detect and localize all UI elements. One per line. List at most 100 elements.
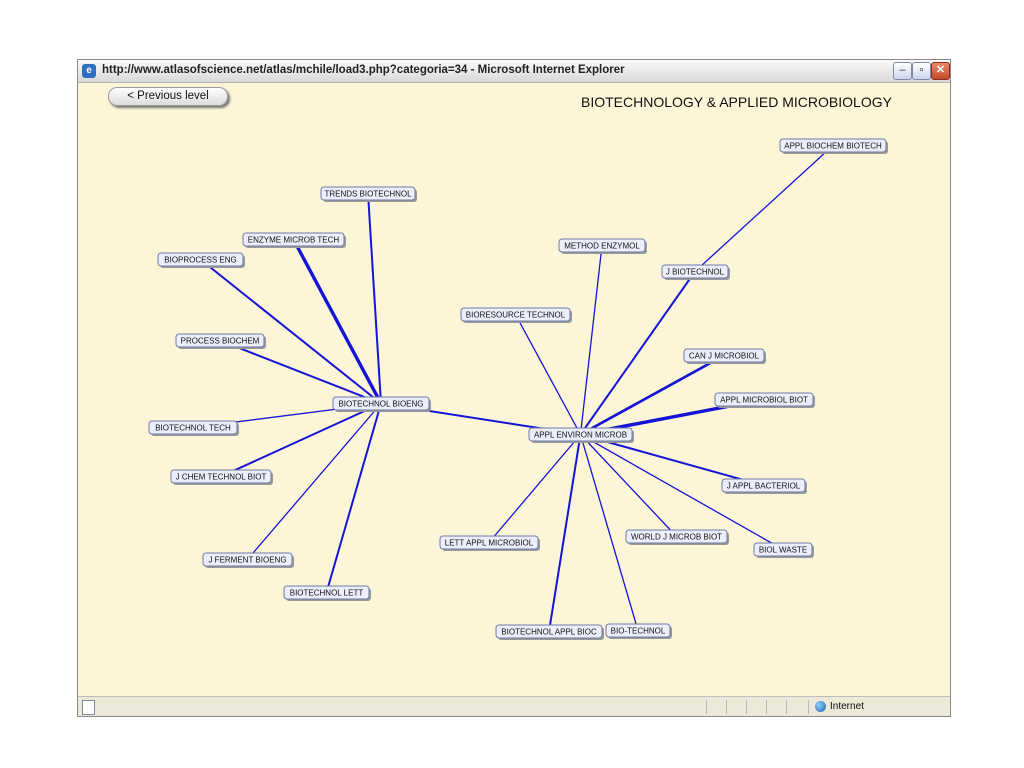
edge-j_biotechnol-appl_biochem_biotech — [694, 145, 834, 272]
node-j-ferment-bioeng[interactable]: J FERMENT BIOENG — [202, 552, 294, 568]
node-box — [148, 420, 238, 435]
edge-appl_environ_microb-j_biotechnol — [579, 270, 696, 436]
node-box — [714, 392, 814, 407]
node-box — [170, 469, 272, 484]
node-label: BIOTECHNOL TECH — [155, 424, 231, 433]
node-bio-technol[interactable]: BIO-TECHNOL — [605, 623, 672, 639]
edge-appl_environ_microb-method_enzymol — [579, 245, 603, 435]
status-divider — [726, 700, 727, 714]
node-box — [625, 529, 728, 544]
node-label: PROCESS BIOCHEM — [181, 337, 260, 346]
node-trends-biotechnol[interactable]: TRENDS BIOTECHNOL — [320, 186, 417, 202]
node-label: J CHEM TECHNOL BIOT — [176, 473, 267, 482]
edge-biotechnol_bioeng-bioprocess_eng — [199, 258, 382, 405]
node-label: TRENDS BIOTECHNOL — [324, 190, 412, 199]
node-j-chem-technol-biot[interactable]: J CHEM TECHNOL BIOT — [170, 469, 273, 485]
node-box — [558, 238, 646, 253]
node-label: BIOPROCESS ENG — [164, 256, 236, 265]
node-box — [683, 348, 765, 363]
node-can-j-microbiol[interactable]: CAN J MICROBIOL — [683, 348, 766, 364]
node-label: LETT APPL MICROBIOL — [445, 539, 534, 548]
browser-window: e http://www.atlasofscience.net/atlas/mc… — [77, 59, 951, 717]
close-button[interactable]: ✕ — [931, 62, 950, 80]
maximize-button[interactable]: ▫ — [912, 62, 931, 80]
node-box — [332, 396, 430, 411]
node-box — [439, 535, 539, 550]
node-label: ENZYME MICROB TECH — [248, 236, 340, 245]
edge-biotechnol_bioeng-trends_biotechnol — [367, 193, 382, 404]
node-label: APPL BIOCHEM BIOTECH — [784, 142, 882, 151]
status-divider — [786, 700, 787, 714]
node-box — [779, 138, 887, 153]
node-box — [753, 542, 813, 557]
node-method-enzymol[interactable]: METHOD ENZYMOL — [558, 238, 647, 254]
edge-appl_environ_microb-biotechnol_appl_bioc — [548, 434, 582, 632]
node-j-appl-bacteriol[interactable]: J APPL BACTERIOL — [721, 478, 807, 494]
page-content: < Previous level BIOTECHNOLOGY & APPLIED… — [78, 83, 950, 696]
edge-biotechnol_bioeng-process_biochem — [219, 339, 382, 405]
node-label: METHOD ENZYMOL — [564, 242, 640, 251]
node-appl-microbiol-biot[interactable]: APPL MICROBIOL BIOT — [714, 392, 815, 408]
page-icon — [82, 700, 95, 715]
node-lett-appl-microbiol[interactable]: LETT APPL MICROBIOL — [439, 535, 540, 551]
node-bioresource-technol[interactable]: BIORESOURCE TECHNOL — [460, 307, 572, 323]
previous-level-button[interactable]: < Previous level — [108, 87, 228, 106]
node-box — [283, 585, 370, 600]
node-biotechnol-lett[interactable]: BIOTECHNOL LETT — [283, 585, 371, 601]
edge-appl_environ_microb-world_j_microb_biot — [580, 434, 677, 537]
edge-biotechnol_bioeng-j_ferment_bioeng — [247, 403, 382, 560]
journal-network-graph: APPL BIOCHEM BIOTECH TRENDS BIOTECHNOL ENZ… — [148, 138, 888, 640]
edge-biotechnol_bioeng-j_chem_technol_biot — [220, 402, 382, 478]
edge-biotechnol_bioeng-biotechnol_lett — [325, 403, 382, 593]
globe-icon — [815, 701, 826, 712]
status-bar: Internet — [78, 696, 950, 716]
node-appl-biochem-biotech[interactable]: APPL BIOCHEM BIOTECH — [779, 138, 888, 154]
node-j-biotechnol[interactable]: J BIOTECHNOL — [661, 264, 730, 280]
node-label: BIORESOURCE TECHNOL — [466, 311, 566, 320]
status-divider — [808, 700, 809, 714]
node-box — [721, 478, 806, 493]
node-box — [175, 333, 265, 348]
node-label: BIOTECHNOL BIOENG — [338, 400, 423, 409]
internet-explorer-icon: e — [82, 64, 96, 78]
node-box — [495, 624, 603, 639]
edge-appl_environ_microb-biol_waste — [580, 433, 784, 551]
security-zone-label: Internet — [830, 701, 864, 712]
node-box — [242, 232, 345, 247]
node-box — [202, 552, 293, 567]
node-box — [605, 623, 671, 638]
minimize-button[interactable]: – — [893, 62, 912, 80]
edge-appl_environ_microb-bioresource_technol — [514, 314, 582, 435]
status-divider — [766, 700, 767, 714]
node-appl-environ-microb[interactable]: APPL ENVIRON MICROB — [528, 427, 634, 443]
node-box — [661, 264, 729, 279]
node-world-j-microb-biot[interactable]: WORLD J MICROB BIOT — [625, 529, 729, 545]
edge-appl_environ_microb-can_j_microbiol — [579, 354, 725, 436]
node-label: J BIOTECHNOL — [666, 268, 725, 277]
page-title: BIOTECHNOLOGY & APPLIED MICROBIOLOGY — [581, 94, 892, 110]
node-label: BIOTECHNOL APPL BIOC — [501, 628, 597, 637]
node-process-biochem[interactable]: PROCESS BIOCHEM — [175, 333, 266, 349]
node-label: APPL MICROBIOL BIOT — [720, 396, 808, 405]
edge-appl_environ_microb-lett_appl_microbiol — [488, 434, 581, 543]
node-biotechnol-tech[interactable]: BIOTECHNOL TECH — [148, 420, 239, 436]
status-divider — [706, 700, 707, 714]
status-divider — [746, 700, 747, 714]
node-label: WORLD J MICROB BIOT — [631, 533, 722, 542]
node-label: APPL ENVIRON MICROB — [534, 431, 627, 440]
node-label: BIOTECHNOL LETT — [290, 589, 364, 598]
node-biol-waste[interactable]: BIOL WASTE — [753, 542, 814, 558]
node-label: CAN J MICROBIOL — [689, 352, 760, 361]
node-bioprocess-eng[interactable]: BIOPROCESS ENG — [157, 252, 245, 268]
node-box — [320, 186, 416, 201]
node-biotechnol-bioeng[interactable]: BIOTECHNOL BIOENG — [332, 396, 431, 412]
node-label: J APPL BACTERIOL — [727, 482, 801, 491]
title-bar: e http://www.atlasofscience.net/atlas/mc… — [78, 60, 950, 83]
node-box — [528, 427, 633, 442]
node-label: BIO-TECHNOL — [611, 627, 666, 636]
node-label: BIOL WASTE — [759, 546, 807, 555]
node-box — [460, 307, 571, 322]
edge-biotechnol_bioeng-enzyme_microb_tech — [292, 238, 383, 405]
node-biotechnol-appl-bioc[interactable]: BIOTECHNOL APPL BIOC — [495, 624, 604, 640]
node-enzyme-microb-tech[interactable]: ENZYME MICROB TECH — [242, 232, 346, 248]
